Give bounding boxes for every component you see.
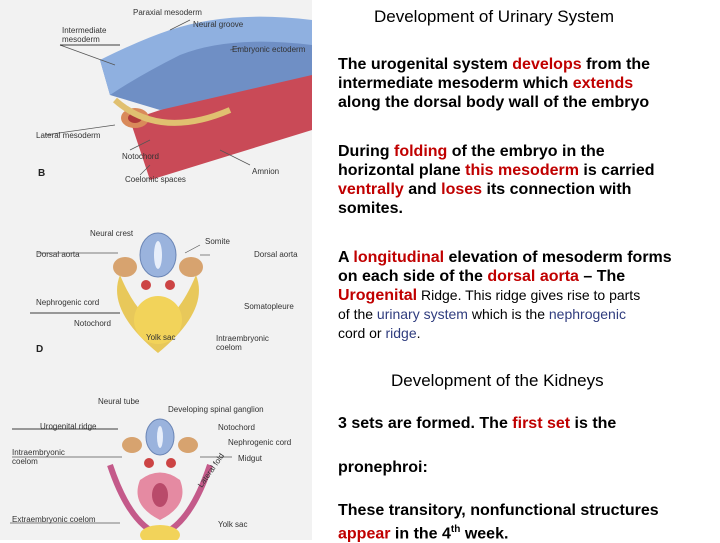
p2-highlight-loses: loses [441,181,483,198]
label-paraxial-mesoderm: Paraxial mesoderm [133,8,202,17]
label-lateral-mesoderm: Lateral mesoderm [36,131,101,140]
p3-highlight-ridge: ridge [385,325,417,341]
p3-text-f: – The [578,268,626,285]
embryo-3d-section-illustration [44,16,312,180]
p6-text-d: week. [460,525,509,543]
p2-text-h: and [403,181,442,198]
label-extraembryonic-coelom: Extraembryonic coelom [12,515,96,524]
embryo-figures: Paraxial mesoderm Intermediate mesoderm … [0,0,312,540]
label-intermediate-mesoderm: Intermediate mesoderm [62,26,107,44]
label-amnion: Amnion [252,167,280,176]
p2-highlight-folding: folding [394,143,448,160]
p2-text-k: somites. [338,200,403,217]
label-yolk-sac-bottom: Yolk sac [218,520,248,529]
p1-highlight-develops: develops [512,56,582,73]
p3-text-p: . [416,325,421,341]
paragraph-three-sets: 3 sets are formed. The first set is the [338,414,616,433]
p3-highlight-urogenital: Urogenital [338,287,418,304]
label-developing-spinal-ganglion: Developing spinal ganglion [168,405,264,414]
p3-text-j: of the [338,306,377,322]
p4-highlight-first-set: first set [512,415,571,432]
p3-highlight-longitudinal: longitudinal [353,249,445,266]
paragraph-transitory: These transitory, nonfunctional structur… [338,501,659,543]
p3-text-i: This ridge gives rise to parts [461,287,641,303]
label-notochord-bottom: Notochord [218,423,255,432]
p6-text-a: These transitory, nonfunctional structur… [338,502,659,519]
label-notochord-top: Notochord [122,152,159,161]
p2-text-d: horizontal plane [338,162,466,179]
p2-text-a: During [338,143,394,160]
p2-highlight-ventrally: ventrally [338,181,404,198]
section-title-urinary-system: Development of Urinary System [374,7,614,26]
p3-text-c: elevation of mesoderm forms [444,249,672,266]
p1-text-f: along the dorsal body wall of the embryo [338,94,650,111]
p2-text-f: is carried [578,162,655,179]
p2-text-j: its connection with [482,181,632,198]
label-intraembryonic-coelom-bottom: Intraembryonic coelom [12,448,65,466]
p6-superscript-th: th [450,524,461,535]
p6-highlight-appear: appear [338,525,391,543]
label-yolk-sac-middle: Yolk sac [146,333,176,342]
label-coelomic-spaces: Coelomic spaces [125,175,186,184]
label-dorsal-aorta-left: Dorsal aorta [36,250,80,259]
p3-text-a: A [338,249,354,266]
p3-highlight-dorsal-aorta: dorsal aorta [487,268,579,285]
label-somite: Somite [205,237,230,246]
label-neural-tube: Neural tube [98,397,140,406]
section-title-kidneys: Development of the Kidneys [391,371,604,390]
embryo-folding-section-illustration [10,418,232,540]
label-dorsal-aorta-right: Dorsal aorta [254,250,298,259]
panel-letter-d: D [36,344,44,355]
label-neural-crest: Neural crest [90,229,134,238]
label-midgut: Midgut [238,454,263,463]
p6-text-c: in the 4 [390,525,451,543]
p1-text-a: The urogenital system [338,56,513,73]
p3-text-l: which is the [467,306,549,322]
p3-highlight-nephrogenic: nephrogenic [548,306,626,322]
paragraph-urogenital-ridge: A longitudinal elevation of mesoderm for… [338,248,672,343]
p4-text-a: 3 sets are formed. The [338,415,513,432]
p2-text-c: of the embryo in the [447,143,605,160]
label-nephrogenic-cord-middle: Nephrogenic cord [36,298,100,307]
p2-highlight-this-mesoderm: this mesoderm [465,162,579,179]
p3-text-d: on each side of the [338,268,488,285]
label-notochord-middle: Notochord [74,319,111,328]
label-neural-groove: Neural groove [193,20,244,29]
p4-text-c: is the [570,415,617,432]
label-intraembryonic-coelom-middle: Intraembryonic coelom [216,334,269,352]
label-embryonic-ectoderm: Embryonic ectoderm [232,45,306,54]
p1-text-d: intermediate mesoderm which [338,75,573,92]
p1-text-c: from the [581,56,651,73]
p1-highlight-extends: extends [572,75,634,92]
label-nephrogenic-cord-bottom: Nephrogenic cord [228,438,292,447]
paragraph-folding: During folding of the embryo in the hori… [338,142,655,218]
p3-highlight-urinary-system: urinary system [376,306,468,322]
paragraph-urogenital-origin: The urogenital system develops from the … [338,55,650,112]
embryo-transverse-section-illustration [30,232,210,353]
label-urogenital-ridge: Urogenital ridge [40,422,97,431]
p3-text-ridge: Ridge. [417,287,462,303]
paragraph-pronephroi: pronephroi: [338,459,428,476]
p3-text-n: cord or [338,325,386,341]
label-somatopleure: Somatopleure [244,302,294,311]
panel-letter-b: B [38,168,46,179]
